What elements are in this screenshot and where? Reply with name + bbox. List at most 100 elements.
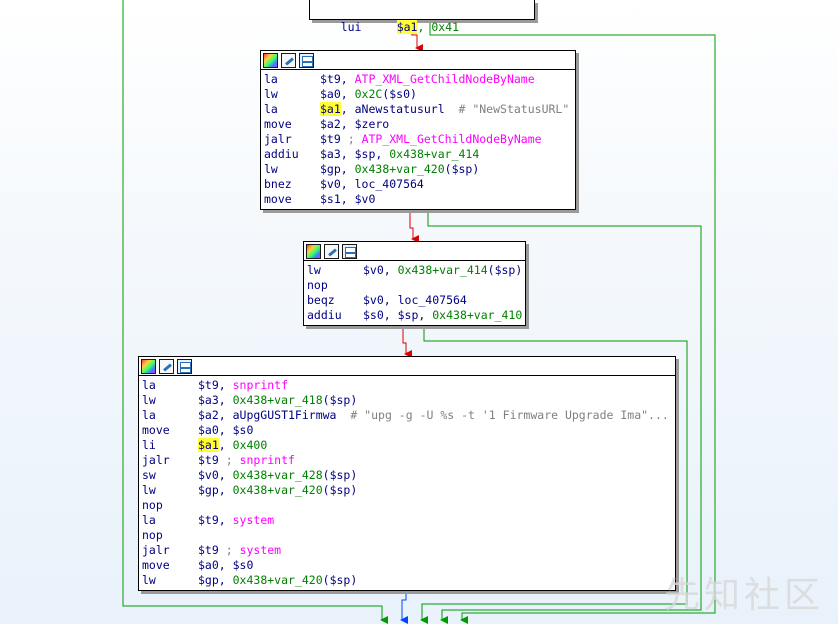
code-line[interactable]: nop <box>142 498 672 513</box>
operand: 0x438+var_414 <box>397 263 488 277</box>
operand: 0x438+var_410 <box>432 308 523 322</box>
code-line[interactable]: li$a1, 0x400 <box>142 438 672 453</box>
graph-view-icon[interactable] <box>342 243 357 259</box>
operand: $v0, <box>363 263 398 277</box>
code-line[interactable]: lw$v0, 0x438+var_414($sp) <box>307 263 522 278</box>
operand: $a2, $zero <box>320 117 390 131</box>
edge-green-left <box>122 0 388 624</box>
code-line[interactable]: la$a1, aNewstatusurl # "NewStatusURL" <box>264 102 572 117</box>
code-line[interactable]: lui $a1, 0x41 <box>310 0 534 34</box>
operand: $t9 <box>198 543 226 557</box>
operand: , <box>218 438 233 452</box>
rename-icon[interactable] <box>324 243 339 259</box>
mnemonic: addiu <box>307 308 342 322</box>
operand: 0x438+var_428 <box>232 468 323 482</box>
function-name[interactable]: snprintf <box>239 453 295 467</box>
code-line[interactable]: beqz$v0, loc_407564 <box>307 293 522 308</box>
code-line[interactable]: move$s1, $v0 <box>264 192 572 207</box>
register-highlight[interactable]: $a1 <box>396 20 418 34</box>
operand: $t9 <box>320 132 348 146</box>
operand: , aNewstatusurl <box>340 102 459 116</box>
graph-view-icon[interactable] <box>177 358 192 374</box>
graph-view-icon[interactable] <box>299 52 314 68</box>
block-header <box>261 51 575 70</box>
code-line[interactable]: addiu $s0, $sp, 0x438+var_410 <box>307 308 522 323</box>
code-line[interactable]: la$t9, snprintf <box>142 378 672 393</box>
mnemonic: la <box>142 513 156 527</box>
function-name[interactable]: system <box>239 543 282 557</box>
operand: 0x438+var_420 <box>354 162 445 176</box>
mnemonic: lui <box>340 20 362 34</box>
comment: # "upg -g -U %s -t '1 Firmware Upgrade I… <box>350 408 669 422</box>
code-line[interactable]: la$t9, ATP_XML_GetChildNodeByName <box>264 72 572 87</box>
code-line[interactable]: addiu$a3, $sp, 0x438+var_414 <box>264 147 572 162</box>
operand: 0x438+var_420 <box>232 573 323 587</box>
operand: $s0, $sp, <box>363 308 433 322</box>
code-line[interactable]: la$t9, system <box>142 513 672 528</box>
code-line[interactable]: jalr$t9 ; snprintf <box>142 453 672 468</box>
code-line[interactable]: lw$a3, 0x438+var_418($sp) <box>142 393 672 408</box>
function-name[interactable]: ATP_XML_GetChildNodeByName <box>361 132 542 146</box>
code-line[interactable]: nop <box>307 278 522 293</box>
rename-icon[interactable] <box>281 52 296 68</box>
mnemonic: move <box>142 423 170 437</box>
code-line[interactable]: jalr $t9 ; ATP_XML_GetChildNodeByName <box>264 132 572 147</box>
block-header <box>304 242 525 261</box>
mnemonic: lw <box>264 162 278 176</box>
code-line[interactable]: move $a2, $zero <box>264 117 572 132</box>
operand: $a0, $s0 <box>198 423 254 437</box>
code-line[interactable]: bnez$v0, loc_407564 <box>264 177 572 192</box>
register-highlight[interactable]: $a1 <box>198 438 219 452</box>
operand: 0x2C <box>354 87 383 101</box>
code-line[interactable]: nop <box>142 528 672 543</box>
operand: ($sp) <box>444 162 480 176</box>
mnemonic: lw <box>142 393 156 407</box>
edge-red-b1 <box>409 211 419 243</box>
register-highlight[interactable]: $a1 <box>320 102 341 116</box>
operand: $a3, $sp, <box>320 147 390 161</box>
mnemonic: move <box>142 558 170 572</box>
operand: $a3, <box>198 393 233 407</box>
code-line[interactable]: lw$gp, 0x438+var_420($sp) <box>264 162 572 177</box>
function-name[interactable]: ATP_XML_GetChildNodeByName <box>354 72 535 86</box>
color-palette-icon[interactable] <box>141 358 156 374</box>
code-line[interactable]: move$a0, $s0 <box>142 558 672 573</box>
block-header <box>139 357 675 376</box>
operand: $a2, aUpgGUST1Firmwa <box>198 408 351 422</box>
mnemonic: lw <box>142 573 156 587</box>
rename-icon[interactable] <box>159 358 174 374</box>
mnemonic: li <box>142 438 156 452</box>
code-line[interactable]: la$a2, aUpgGUST1Firmwa # "upg -g -U %s -… <box>142 408 672 423</box>
operand: ($sp) <box>322 468 358 482</box>
code-line[interactable]: jalr$t9 ; system <box>142 543 672 558</box>
mnemonic: move <box>264 117 292 131</box>
mnemonic: sw <box>142 468 156 482</box>
color-palette-icon[interactable] <box>306 243 321 259</box>
code-line[interactable]: lw$gp, 0x438+var_420($sp) <box>142 483 672 498</box>
code-line[interactable]: move $a0, $s0 <box>142 423 672 438</box>
code-block-top[interactable]: lui $a1, 0x41 <box>309 0 535 34</box>
mnemonic: jalr <box>264 132 292 146</box>
operand: $gp, <box>198 483 233 497</box>
function-name[interactable]: system <box>232 513 275 527</box>
mnemonic: lw <box>307 263 321 277</box>
operand: $t9 <box>198 453 226 467</box>
code-line[interactable]: lw$gp, 0x438+var_420($sp) <box>142 573 672 588</box>
operand: $gp, <box>198 573 233 587</box>
comment: ; <box>347 132 362 146</box>
mnemonic: nop <box>307 278 328 292</box>
code-line[interactable]: sw$v0, 0x438+var_428($sp) <box>142 468 672 483</box>
operand: $v0, loc_407564 <box>320 177 424 191</box>
color-palette-icon[interactable] <box>263 52 278 68</box>
operand: , 0x41 <box>417 20 460 34</box>
code-line[interactable]: lw$a0, 0x2C($s0) <box>264 87 572 102</box>
function-name[interactable]: snprintf <box>232 378 289 392</box>
edge-red-b2 <box>402 327 412 358</box>
mnemonic: beqz <box>307 293 335 307</box>
